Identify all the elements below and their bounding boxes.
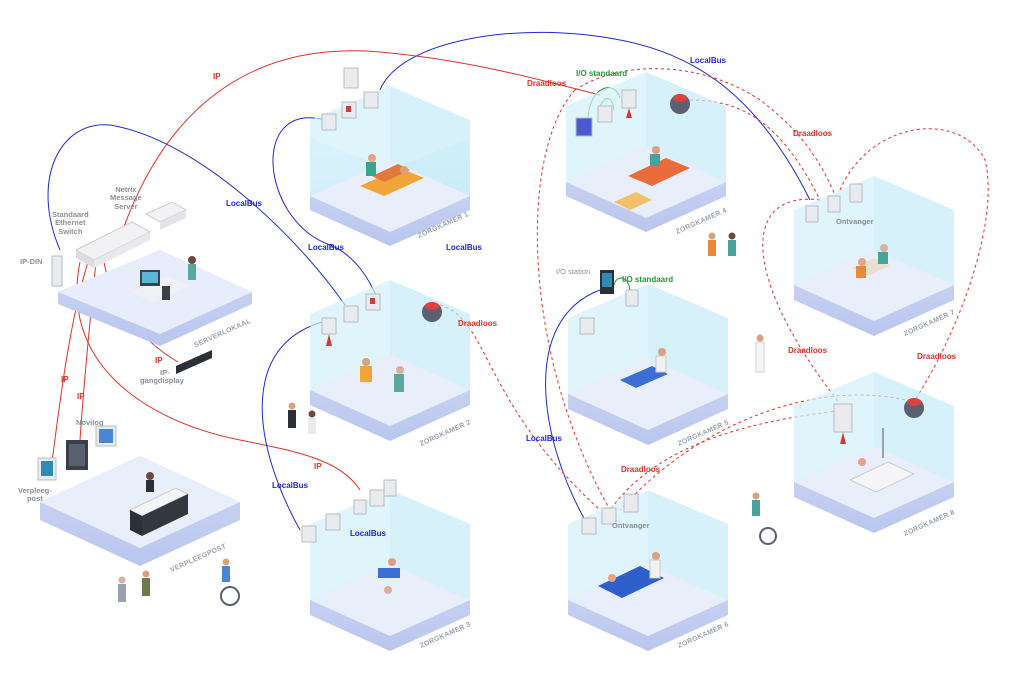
ontvanger-label-zk7: Ontvanger — [836, 217, 874, 226]
people-zk2-left — [288, 402, 316, 434]
zk1-call-panels — [321, 67, 379, 131]
server-label-line2: Message — [110, 193, 142, 203]
switch-label: Standaard Ethernet Switch — [52, 210, 89, 236]
server-label-line1: Netrix — [115, 185, 137, 194]
zk8-scene — [848, 428, 916, 493]
draadloos-zk8-to-ontvanger6 — [609, 409, 846, 511]
localbus-top-arc — [379, 31, 811, 201]
ip-line-to-zorgkamer4 — [119, 50, 601, 239]
zk8-wireless-button — [904, 398, 924, 418]
draadloos-zk4-button — [689, 99, 821, 201]
verpleegpost-monitor — [37, 457, 57, 481]
draadloos-label-zk6: Draadloos — [621, 465, 661, 474]
room-zorgkamer1 — [310, 86, 470, 246]
draadloos-zk8b-to-ontvanger6 — [619, 394, 906, 511]
novilog-terminal — [66, 425, 117, 470]
people-decorations — [118, 232, 777, 606]
draadloos-label-zk8: Draadloos — [917, 352, 957, 361]
switch-label-line1: Standaard — [52, 210, 89, 219]
draadloos-zk4-to-ontvanger6 — [536, 89, 611, 511]
connection-lines — [47, 31, 989, 531]
localbus-zorgkamer1-loop — [272, 117, 379, 301]
localbus-label-zk1-left: LocalBus — [308, 243, 345, 252]
netrix-message-server — [144, 201, 188, 230]
localbus-label-serverlokaal: LocalBus — [226, 199, 263, 208]
room-zorgkamer2 — [310, 280, 470, 441]
people-verpleegpost-below — [118, 570, 150, 602]
novilog-label: Novilog — [76, 418, 104, 427]
localbus-label-zk2: LocalBus — [272, 481, 309, 490]
zk2-wireless-button — [422, 302, 442, 322]
draadloos-zk4-arc — [574, 68, 836, 196]
verpleegpost-device-line2: post — [26, 494, 43, 504]
ethernet-switch — [74, 221, 152, 268]
zk2-scene — [360, 358, 404, 392]
ontvanger-label-zk6: Ontvanger — [612, 521, 650, 530]
localbus-label-top: LocalBus — [690, 56, 727, 65]
ip-label-novilog: IP — [77, 392, 85, 401]
switch-label-line3: Switch — [58, 226, 83, 236]
gangdisplay-label: IP- gangdisplay — [140, 368, 184, 386]
verpleegpost-device-line1: Verpleeg- — [18, 486, 52, 495]
room-zorgkamer4 — [566, 72, 726, 232]
localbus-zorgkamer2-loop — [261, 319, 331, 531]
localbus-label-zk3: LocalBus — [350, 529, 387, 538]
verpleegpost-desk — [128, 472, 190, 536]
server-label-line3: Server — [114, 201, 138, 211]
zk2-call-panels — [321, 293, 381, 346]
people-zk4-below — [708, 232, 736, 256]
server-label: Netrix Message Server — [110, 185, 142, 211]
draadloos-label-zk4: Draadloos — [527, 79, 567, 88]
zk7-scene — [852, 244, 890, 278]
draadloos-label-zk2: Draadloos — [458, 319, 498, 328]
gangdisplay-label-line1: IP- — [160, 368, 170, 377]
localbus-label-zk1-right: LocalBus — [446, 243, 483, 252]
draadloos-label-zk7-left: Draadloos — [788, 346, 828, 355]
ipdin-label: IP-DIN — [20, 257, 43, 266]
io-standaard-zk5 — [613, 277, 631, 291]
ip-din-module — [51, 255, 63, 287]
localbus-zorgkamer5-loop — [545, 289, 601, 521]
ip-label-top: IP — [213, 72, 221, 81]
io-station-label: I/O station — [556, 267, 591, 276]
ip-line-to-zorgkamer3 — [76, 261, 361, 491]
zk7-receiver-panels — [805, 183, 863, 223]
person-wheelchair-verpleegpost — [220, 558, 240, 606]
io-standaard-label-zk4: I/O standaard — [576, 69, 628, 78]
room-zorgkamer8 — [794, 372, 954, 533]
person-doctor-zk5 — [755, 334, 765, 373]
zk4-call-panels — [575, 89, 637, 137]
draadloos-zk7-right — [839, 128, 989, 401]
zk4-bed — [614, 146, 690, 210]
draadloos-zk7-left — [762, 198, 846, 411]
ip-label-gangdisplay: IP — [155, 356, 163, 365]
zk8-receiver — [833, 403, 853, 444]
gangdisplay-label-line2: gangdisplay — [140, 376, 184, 386]
draadloos-label-zk7-top: Draadloos — [793, 129, 833, 138]
zk5-scene — [620, 348, 668, 388]
localbus-serverlokaal-loop — [47, 124, 346, 306]
person-wheelchair-zk6 — [752, 492, 777, 545]
ip-gangdisplay — [176, 350, 212, 374]
ip-label-verpleegpost: IP — [61, 375, 69, 384]
zk5-io-station — [579, 270, 639, 335]
zk6-receiver-panels — [581, 493, 639, 535]
verpleegpost-device-label: Verpleeg- post — [18, 486, 52, 504]
room-zorgkamer5 — [568, 284, 728, 445]
room-zorgkamer7 — [794, 176, 954, 336]
localbus-label-zk5: LocalBus — [526, 434, 563, 443]
zk3-call-panels — [301, 479, 397, 543]
zk4-wireless-button — [670, 94, 690, 114]
switch-label-line2: Ethernet — [55, 218, 86, 228]
zk6-scene — [598, 552, 664, 598]
server-desk — [130, 256, 196, 302]
zk3-scene — [378, 558, 400, 594]
zk1-bed — [360, 154, 424, 196]
io-standaard-label-zk5: I/O standaard — [622, 275, 674, 284]
ip-label-zorgkamer3: IP — [314, 462, 322, 471]
